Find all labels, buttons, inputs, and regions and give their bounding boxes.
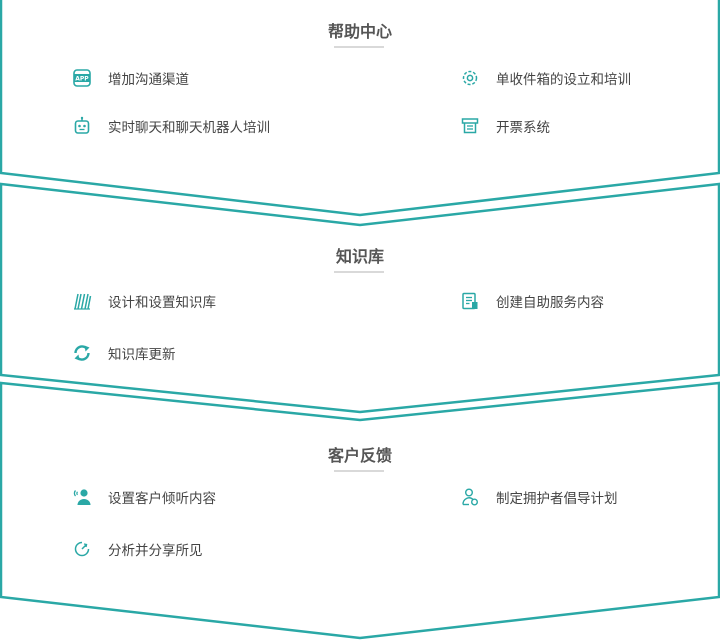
section-title-customer-feedback: 客户反馈 <box>327 446 392 465</box>
list-item-label: 设计和设置知识库 <box>108 295 216 311</box>
list-item-label: 实时聊天和聊天机器人培训 <box>108 120 270 136</box>
list-item-ticketing-system: 开票系统 <box>460 115 550 137</box>
list-item-label: 分析并分享所见 <box>108 543 203 559</box>
title-underline <box>334 46 384 48</box>
list-item-chatbot-training: 实时聊天和聊天机器人培训 <box>72 115 270 137</box>
app-icon: APP <box>72 68 92 88</box>
list-item-label: 增加沟通渠道 <box>108 72 189 88</box>
list-item-self-service-content: 创建自助服务内容 <box>460 290 604 312</box>
ticket-icon <box>460 116 480 136</box>
section-title-knowledge-base: 知识库 <box>335 247 384 266</box>
listening-user-icon <box>72 487 92 507</box>
list-item-advocate-program: 制定拥护者倡导计划 <box>460 486 618 508</box>
list-item-analyze-share: 分析并分享所见 <box>72 538 203 560</box>
list-item-label: 制定拥护者倡导计划 <box>496 491 618 507</box>
analytics-icon <box>72 539 92 559</box>
list-item-customer-listening: 设置客户倾听内容 <box>72 486 216 508</box>
books-icon <box>72 291 92 311</box>
list-item-kb-update: 知识库更新 <box>72 342 176 364</box>
section-frame-knowledge-base <box>0 182 720 414</box>
document-edit-icon <box>460 291 480 311</box>
title-underline <box>334 271 384 273</box>
refresh-icon <box>72 343 92 363</box>
section-title-help-center: 帮助中心 <box>327 22 392 41</box>
list-item-label: 设置客户倾听内容 <box>108 491 216 507</box>
list-item-label: 单收件箱的设立和培训 <box>496 72 631 88</box>
list-item-label: 开票系统 <box>496 120 550 136</box>
title-underline <box>334 470 384 472</box>
section-frame-help-center <box>0 0 720 217</box>
list-item-label: 创建自助服务内容 <box>496 295 604 311</box>
list-item-add-channels: APP 增加沟通渠道 <box>72 67 189 89</box>
gear-icon <box>460 68 480 88</box>
list-item-inbox-setup: 单收件箱的设立和培训 <box>460 67 631 89</box>
advocates-icon <box>460 487 480 507</box>
list-item-design-kb: 设计和设置知识库 <box>72 290 216 312</box>
section-frame-customer-feedback <box>0 381 720 640</box>
svg-text:APP: APP <box>75 76 89 83</box>
list-item-label: 知识库更新 <box>108 347 176 363</box>
robot-icon <box>72 116 92 136</box>
